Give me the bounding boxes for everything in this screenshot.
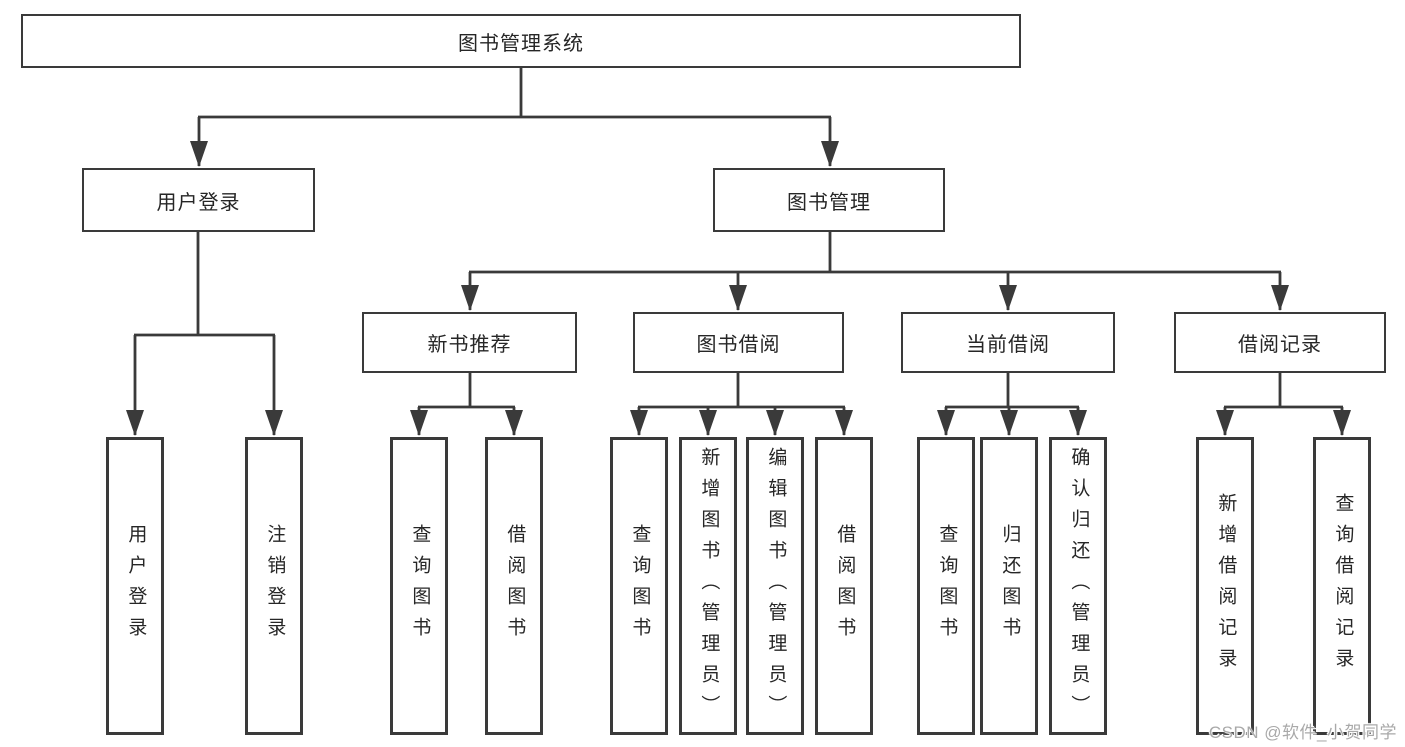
leaf-label: 查询图书	[409, 524, 431, 648]
leaf-confirm-return-admin: 确认归还（管理员）	[1049, 437, 1107, 735]
leaf-query-books-current: 查询图书	[917, 437, 975, 735]
leaf-add-books-admin: 新增图书（管理员）	[679, 437, 737, 735]
leaf-label: 用户登录	[125, 524, 147, 648]
leaf-user-login: 用户登录	[106, 437, 164, 735]
leaf-label: 确认归还（管理员）	[1068, 446, 1090, 726]
leaf-logout: 注销登录	[245, 437, 303, 735]
csdn-watermark: CSDN @软件_小贺同学	[1208, 723, 1397, 742]
node-current-borrow: 当前借阅	[901, 312, 1115, 373]
leaf-label: 查询图书	[629, 524, 651, 648]
node-new-book-recommend: 新书推荐	[362, 312, 577, 373]
leaf-query-books-recommend: 查询图书	[390, 437, 448, 735]
connector-borrow-record-to-leaves	[1216, 373, 1351, 436]
connector-root-to-level1	[190, 68, 839, 167]
node-user-login: 用户登录	[82, 168, 315, 232]
leaf-label: 注销登录	[264, 524, 286, 648]
node-borrow-record: 借阅记录	[1174, 312, 1386, 373]
node-library-management-system: 图书管理系统	[21, 14, 1021, 68]
connector-user-login-to-leaves	[126, 232, 283, 436]
leaf-label: 新增借阅记录	[1215, 493, 1237, 679]
leaf-label: 借阅图书	[834, 524, 856, 648]
node-book-management: 图书管理	[713, 168, 945, 232]
leaf-query-borrow-record: 查询借阅记录	[1313, 437, 1371, 735]
leaf-label: 新增图书（管理员）	[698, 446, 720, 726]
connector-book-management-to-level2	[461, 232, 1289, 311]
leaf-borrow-books: 借阅图书	[815, 437, 873, 735]
leaf-label: 归还图书	[999, 524, 1021, 648]
leaf-edit-books-admin: 编辑图书（管理员）	[746, 437, 804, 735]
leaf-query-books-borrow: 查询图书	[610, 437, 668, 735]
connector-book-borrow-to-leaves	[630, 373, 853, 436]
leaf-label: 查询借阅记录	[1332, 493, 1354, 679]
leaf-label: 编辑图书（管理员）	[765, 446, 787, 726]
connector-current-borrow-to-leaves	[937, 373, 1087, 436]
leaf-add-borrow-record: 新增借阅记录	[1196, 437, 1254, 735]
leaf-label: 借阅图书	[504, 524, 526, 648]
leaf-label: 查询图书	[936, 524, 958, 648]
connector-new-book-recommend-to-leaves	[410, 373, 523, 436]
node-book-borrow: 图书借阅	[633, 312, 844, 373]
leaf-borrow-books-recommend: 借阅图书	[485, 437, 543, 735]
leaf-return-books: 归还图书	[980, 437, 1038, 735]
